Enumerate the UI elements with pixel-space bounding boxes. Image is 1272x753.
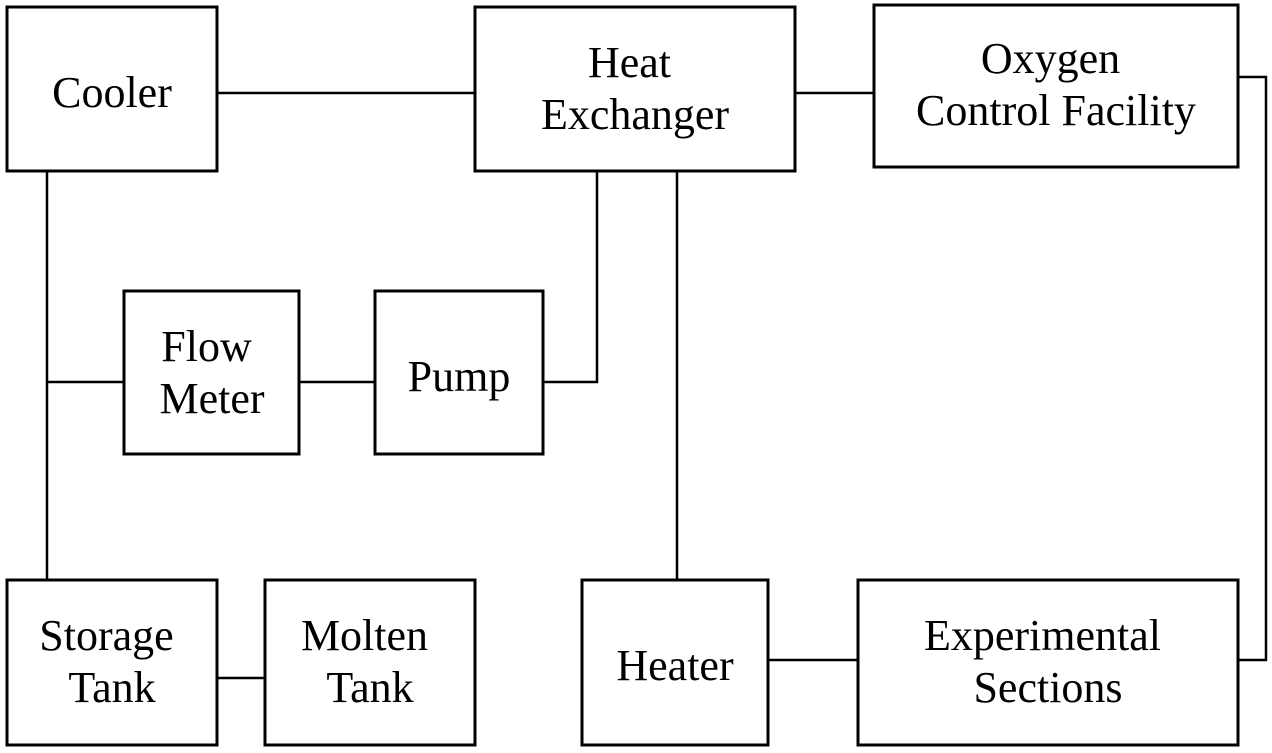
flow-meter-label-line-2: Meter — [159, 374, 264, 423]
cooler-label: Cooler — [52, 68, 172, 117]
line-oxygen-control-experimental-sections — [1238, 75, 1268, 662]
storage-tank-label-line-2: Tank — [68, 663, 155, 712]
experimental-sections-box — [856, 578, 1240, 747]
molten-tank-label: Molten Tank — [301, 611, 439, 712]
molten-tank-box — [263, 578, 477, 747]
pump-box — [373, 289, 545, 456]
storage-tank-label: Storage Tank — [39, 611, 184, 712]
cooler-box — [5, 5, 219, 173]
cooler-label-line-1: Cooler — [52, 68, 172, 117]
line-heat-exchanger-pump — [543, 171, 599, 384]
pump-label-line-1: Pump — [408, 352, 511, 401]
component-boxes — [5, 3, 1240, 747]
component-labels: Cooler Heat Exchanger Oxygen Control Fac… — [39, 34, 1196, 712]
experimental-sections-label: Experimental Sections — [924, 611, 1172, 712]
oxygen-control-label-line-1: Oxygen — [981, 34, 1120, 83]
heat-exchanger-label-line-1: Heat — [588, 38, 671, 87]
experimental-sections-label-line-2: Sections — [973, 663, 1122, 712]
heat-exchanger-label-line-2: Exchanger — [541, 90, 729, 139]
flow-meter-label: Flow Meter — [159, 322, 264, 423]
molten-tank-label-line-1: Molten — [301, 611, 428, 660]
heater-label: Heater — [616, 641, 734, 690]
oxygen-control-label-line-2: Control Facility — [916, 86, 1196, 135]
heat-exchanger-box — [473, 5, 797, 173]
experimental-sections-label-line-1: Experimental — [924, 611, 1161, 660]
heat-exchanger-label: Heat Exchanger — [541, 38, 729, 139]
flow-meter-label-line-1: Flow — [161, 322, 252, 371]
oxygen-control-label: Oxygen Control Facility — [916, 34, 1196, 135]
heater-box — [580, 578, 770, 747]
storage-tank-box — [5, 578, 219, 747]
storage-tank-label-line-1: Storage — [39, 611, 173, 660]
heater-label-line-1: Heater — [616, 641, 734, 690]
oxygen-control-box — [872, 3, 1240, 169]
pump-label: Pump — [408, 352, 511, 401]
connections — [45, 75, 1268, 680]
flow-meter-box — [122, 289, 301, 456]
molten-tank-label-line-2: Tank — [326, 663, 413, 712]
